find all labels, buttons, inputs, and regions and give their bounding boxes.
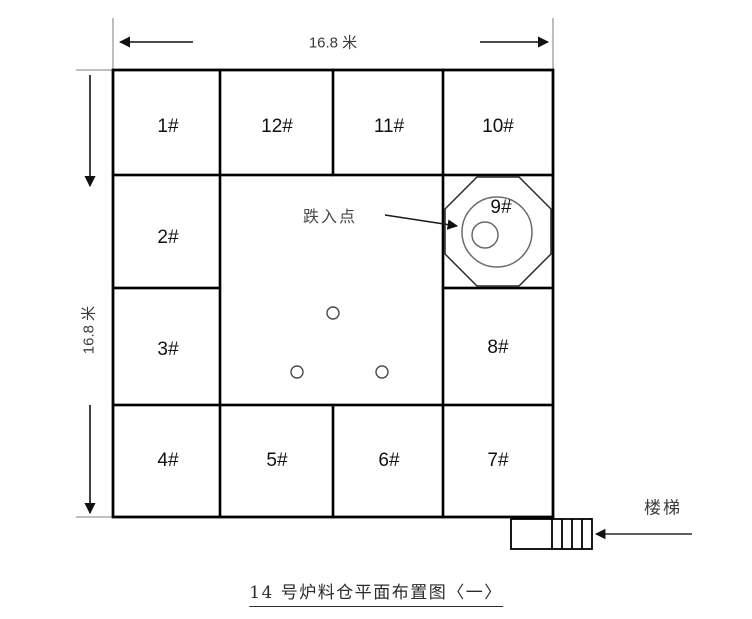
top-dimension-label: 16.8 米 — [308, 34, 358, 52]
stairs-label: 楼梯 — [644, 498, 682, 519]
bin-9-circles — [461, 196, 533, 268]
court-circle-right — [375, 365, 389, 379]
bin-label-5: 5# — [266, 450, 288, 471]
bin-label-12: 12# — [261, 116, 293, 137]
bin-label-4: 4# — [157, 450, 179, 471]
dimension-extension-lines — [76, 18, 554, 518]
bin-label-9: 9# — [490, 197, 512, 218]
stairs-shape — [510, 518, 593, 550]
bin-9-inner-circle — [471, 221, 499, 249]
court-circle-top — [326, 306, 340, 320]
fall-point-leader — [384, 214, 459, 230]
bin-label-11: 11# — [373, 116, 405, 137]
bin-label-1: 1# — [157, 116, 179, 137]
bin-label-6: 6# — [378, 450, 400, 471]
bin-label-7: 7# — [487, 450, 509, 471]
fall-point-label: 跌入点 — [302, 207, 358, 226]
left-dimension-label: 16.8 米 — [80, 305, 98, 355]
left-column-cells — [111, 173, 222, 407]
row-4-cells — [111, 403, 555, 519]
bin-label-2: 2# — [157, 227, 179, 248]
court-circle-left — [290, 365, 304, 379]
bin-9-outer-circle — [461, 196, 533, 268]
court-column-circles — [290, 306, 389, 379]
bin-label-10: 10# — [482, 116, 514, 137]
bin-label-3: 3# — [157, 339, 179, 360]
figure-title: 14 号炉料仓平面布置图〈一〉 — [249, 578, 503, 607]
bin-label-8: 8# — [487, 337, 509, 358]
